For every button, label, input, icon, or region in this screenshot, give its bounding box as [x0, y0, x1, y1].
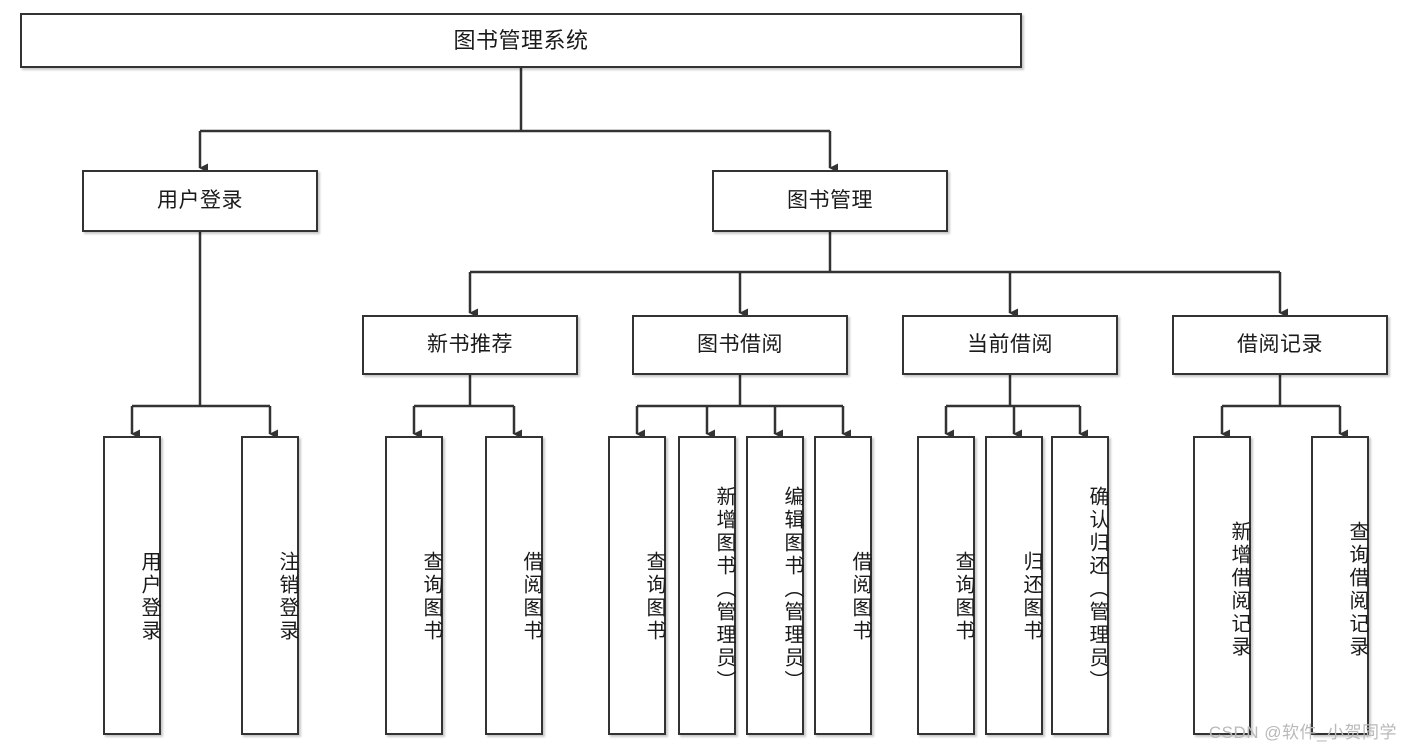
node-borrow-record[interactable]: 借阅记录	[1172, 315, 1388, 375]
node-leaf-edit-book[interactable]: 编辑图书（管理员）	[746, 436, 804, 735]
node-leaf-confirm-return[interactable]: 确认归还（管理员）	[1051, 436, 1109, 735]
node-label: 查询图书	[643, 550, 665, 643]
csdn-watermark: CSDN @软件_小贺同学	[1208, 723, 1397, 742]
node-label: 新书推荐	[427, 332, 513, 356]
node-leaf-query-borrow-record[interactable]: 查询借阅记录	[1311, 436, 1369, 735]
node-leaf-query-book-2[interactable]: 查询图书	[608, 436, 666, 735]
node-label: 用户登录	[138, 550, 160, 643]
node-leaf-user-login[interactable]: 用户登录	[103, 436, 161, 735]
node-label: 用户登录	[157, 188, 243, 212]
node-label: 注销登录	[276, 550, 298, 643]
node-leaf-add-book[interactable]: 新增图书（管理员）	[678, 436, 736, 735]
node-root[interactable]: 图书管理系统	[20, 13, 1022, 68]
node-leaf-add-borrow-record[interactable]: 新增借阅记录	[1193, 436, 1251, 735]
node-label: 当前借阅	[967, 332, 1053, 356]
node-label: 借阅图书	[520, 550, 542, 643]
node-label: 借阅图书	[849, 550, 871, 643]
node-label: 图书管理系统	[453, 27, 589, 53]
node-label: 查询图书	[420, 550, 442, 643]
node-label: 图书管理	[787, 188, 873, 212]
node-label: 查询图书	[952, 550, 974, 643]
node-label: 查询借阅记录	[1346, 520, 1368, 659]
node-leaf-query-book-3[interactable]: 查询图书	[917, 436, 975, 735]
node-label: 新增图书（管理员）	[713, 486, 735, 693]
node-leaf-borrow-book-1[interactable]: 借阅图书	[485, 436, 543, 735]
node-leaf-logout[interactable]: 注销登录	[241, 436, 299, 735]
node-leaf-query-book-1[interactable]: 查询图书	[385, 436, 443, 735]
node-leaf-return-book[interactable]: 归还图书	[985, 436, 1043, 735]
node-book-borrow[interactable]: 图书借阅	[632, 315, 848, 375]
node-label: 确认归还（管理员）	[1086, 486, 1108, 693]
node-book-manage[interactable]: 图书管理	[712, 170, 948, 232]
node-label: 借阅记录	[1237, 332, 1323, 356]
node-label: 编辑图书（管理员）	[781, 486, 803, 693]
node-leaf-borrow-book-2[interactable]: 借阅图书	[814, 436, 872, 735]
node-label: 新增借阅记录	[1228, 520, 1250, 659]
node-current-borrow[interactable]: 当前借阅	[902, 315, 1118, 375]
node-user-login[interactable]: 用户登录	[82, 170, 318, 232]
node-new-book-recommend[interactable]: 新书推荐	[362, 315, 578, 375]
node-label: 图书借阅	[697, 332, 783, 356]
node-label: 归还图书	[1020, 550, 1042, 643]
